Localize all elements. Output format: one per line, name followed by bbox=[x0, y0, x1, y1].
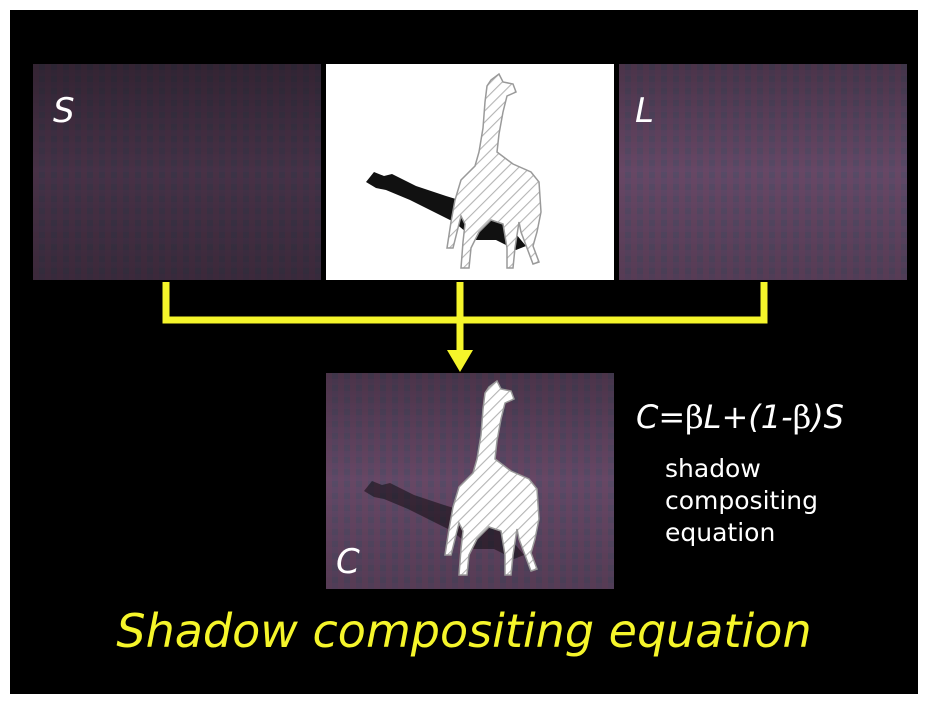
panel-label-l: L bbox=[635, 91, 654, 131]
caption-line: equation bbox=[665, 518, 776, 547]
eq-beta-1: β bbox=[685, 398, 704, 436]
composite-image-panel: C bbox=[326, 373, 614, 589]
slide-title: Shadow compositing equation bbox=[116, 604, 812, 658]
beta-matte-panel: β bbox=[326, 64, 614, 280]
eq-plus-open: +(1- bbox=[721, 398, 793, 436]
eq-close-s: )S bbox=[811, 398, 844, 436]
equation-caption: shadow compositing equation bbox=[665, 453, 818, 549]
eq-equals: = bbox=[658, 398, 686, 436]
compositing-equation: C=βL+(1-β)S bbox=[636, 398, 844, 436]
eq-beta-2: β bbox=[792, 398, 812, 436]
composite-shadow-icon bbox=[364, 481, 524, 559]
caption-line: compositing bbox=[665, 486, 818, 515]
shadowed-image-panel: S bbox=[33, 64, 321, 280]
panel-label-c: C bbox=[336, 542, 360, 582]
eq-c: C bbox=[636, 398, 659, 436]
giraffe-shadow-icon bbox=[366, 172, 526, 250]
panel-label-beta: β bbox=[336, 87, 356, 127]
caption-line: shadow bbox=[665, 454, 761, 483]
arrow-head-icon bbox=[447, 350, 473, 372]
panel-label-s: S bbox=[53, 91, 75, 131]
lit-image-panel: L bbox=[619, 64, 907, 280]
eq-l: L bbox=[703, 398, 722, 436]
